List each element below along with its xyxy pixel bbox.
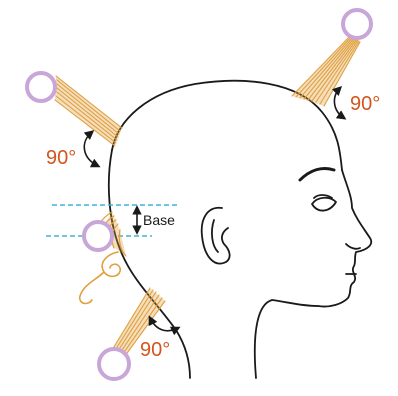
eyebrow (300, 168, 334, 180)
angle-label-top-right: 90° (350, 93, 380, 115)
head-profile (109, 81, 371, 378)
eye (312, 198, 336, 211)
nostril (346, 244, 360, 249)
roller-circle-icon (343, 10, 371, 38)
hair-curl-hanging (80, 252, 120, 303)
roller-circle-icon (84, 222, 112, 250)
ear (202, 208, 230, 264)
curved-angle-arrow-icon (84, 132, 98, 166)
angle-label-upper-left: 90° (46, 147, 76, 169)
curved-angle-arrow-icon (334, 88, 344, 118)
face-profile (318, 170, 371, 307)
base-label: Base (143, 212, 175, 228)
roller-circle-icon (99, 349, 129, 379)
roller-circle-icon (27, 73, 55, 101)
curved-angle-arrow-icon (150, 318, 178, 331)
ear-inner (212, 220, 218, 252)
angle-label-bottom: 90° (140, 339, 170, 361)
jaw-line (255, 300, 318, 378)
